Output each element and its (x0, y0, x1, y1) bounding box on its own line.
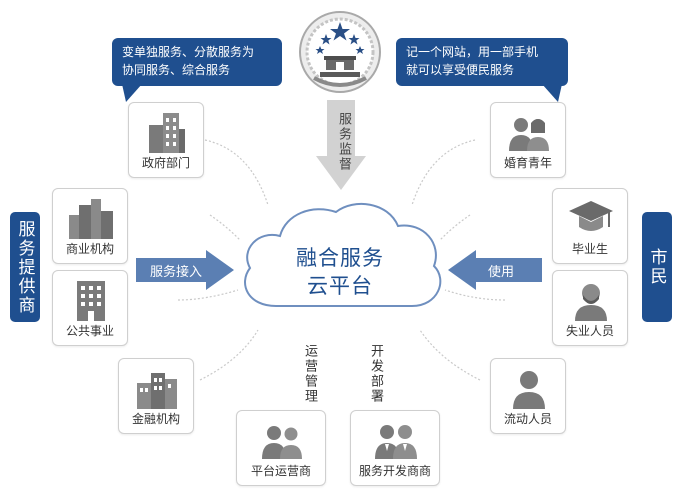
national-emblem (296, 8, 384, 96)
left-speech-bubble: 变单独服务、分散服务为 协同服务、综合服务 (112, 38, 282, 86)
node-finance-label: 金融机构 (131, 412, 180, 426)
apartment-building-icon (77, 281, 105, 321)
node-floating-population[interactable]: 流动人员 (490, 358, 566, 434)
office-building-icon (149, 113, 185, 153)
node-commerce[interactable]: 商业机构 (52, 188, 128, 264)
access-arrow (136, 250, 234, 290)
node-platform-operator-label: 平台运营商 (250, 464, 311, 478)
cloud-title-line2: 云平台 (307, 274, 373, 298)
use-arrow (448, 250, 542, 290)
two-people-icon (262, 426, 302, 459)
node-service-developer[interactable]: 服务开发商商 (350, 410, 440, 486)
node-public-utility[interactable]: 公共事业 (52, 270, 128, 346)
couple-icon (509, 118, 549, 151)
right-bubble-line2: 就可以享受便民服务 (406, 63, 515, 77)
graduation-cap-icon (569, 201, 613, 231)
node-unemployed[interactable]: 失业人员 (552, 270, 628, 346)
right-speech-bubble: 记一个网站，用一部手机 就可以享受便民服务 (396, 38, 568, 86)
operations-label: 运营管理 (302, 344, 317, 404)
access-label: 服务接入 (150, 265, 203, 280)
supervision-arrow (316, 100, 366, 190)
node-unemployed-label: 失业人员 (565, 324, 614, 338)
cloud-title-line1: 融合服务 (296, 246, 384, 270)
cloud-title: 融合服务 云平台 (270, 244, 410, 300)
left-bubble-line2: 协同服务、综合服务 (122, 63, 231, 77)
node-commerce-label: 商业机构 (65, 242, 114, 256)
node-government[interactable]: 政府部门 (128, 102, 204, 178)
node-floating-population-label: 流动人员 (503, 412, 552, 426)
node-graduate[interactable]: 毕业生 (552, 188, 628, 264)
citizen-tag: 市民 (642, 212, 672, 322)
cloud-platform (244, 202, 442, 307)
bearded-man-icon (575, 284, 607, 321)
right-bubble-line1: 记一个网站，用一部手机 (406, 45, 539, 59)
service-provider-tag: 服务提供商 (10, 212, 40, 322)
supervision-label: 服务监督 (336, 112, 351, 172)
node-service-developer-label: 服务开发商商 (358, 464, 431, 478)
left-bubble-line1: 变单独服务、分散服务为 (122, 45, 255, 59)
person-icon (513, 371, 545, 409)
node-platform-operator[interactable]: 平台运营商 (236, 410, 326, 486)
left-bubble-tail (122, 84, 142, 102)
use-label: 使用 (488, 265, 515, 280)
right-bubble-tail (542, 84, 562, 102)
node-graduate-label: 毕业生 (571, 242, 608, 256)
node-finance[interactable]: 金融机构 (118, 358, 194, 434)
node-government-label: 政府部门 (141, 156, 190, 170)
node-marriage-youth[interactable]: 婚育青年 (490, 102, 566, 178)
business-people-icon (375, 425, 417, 459)
development-label: 开发部署 (368, 344, 383, 404)
node-marriage-youth-label: 婚育青年 (503, 156, 552, 170)
node-public-utility-label: 公共事业 (65, 324, 114, 338)
bank-buildings-icon (137, 373, 177, 409)
city-skyline-icon (69, 199, 113, 239)
